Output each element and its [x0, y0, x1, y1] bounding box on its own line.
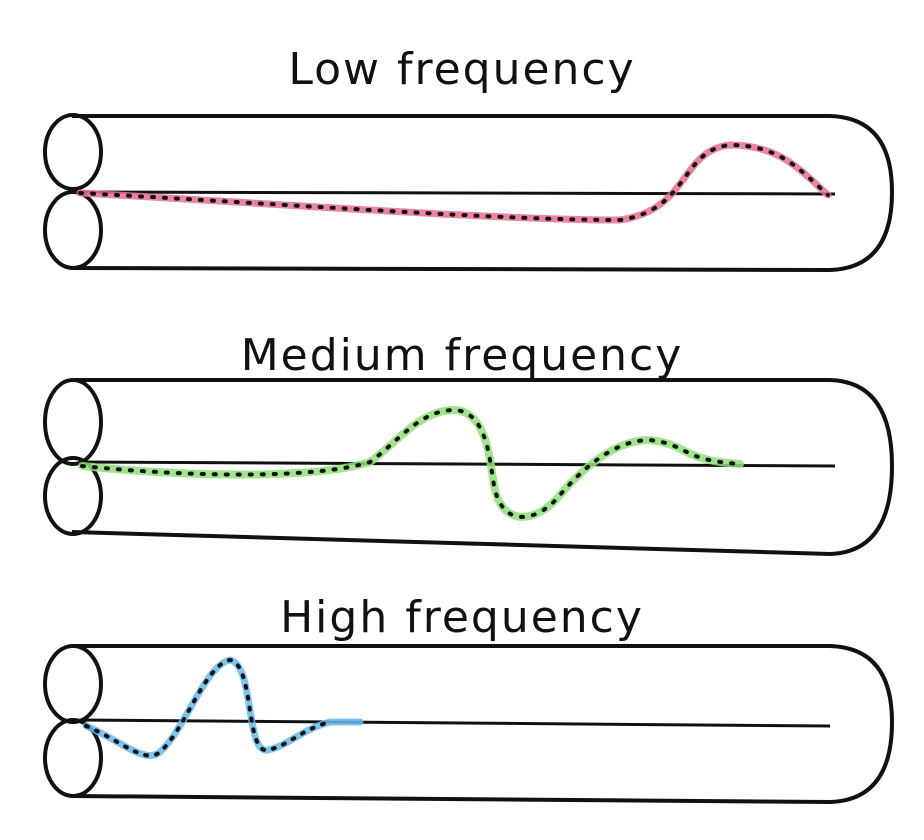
low-frequency-wave-highlight [76, 141, 832, 224]
high-frequency-wave [84, 657, 332, 758]
low-frequency-wave [78, 142, 830, 223]
high-frequency-title: High frequency [280, 592, 644, 643]
medium-frequency-tube [43, 378, 895, 557]
medium-frequency-wave [80, 407, 742, 519]
low-frequency-title: Low frequency [288, 44, 636, 95]
high-frequency-wave-highlight [82, 656, 364, 760]
low-frequency-tube [43, 113, 895, 273]
high-frequency-tube [43, 644, 895, 805]
medium-frequency-title: Medium frequency [240, 330, 684, 381]
